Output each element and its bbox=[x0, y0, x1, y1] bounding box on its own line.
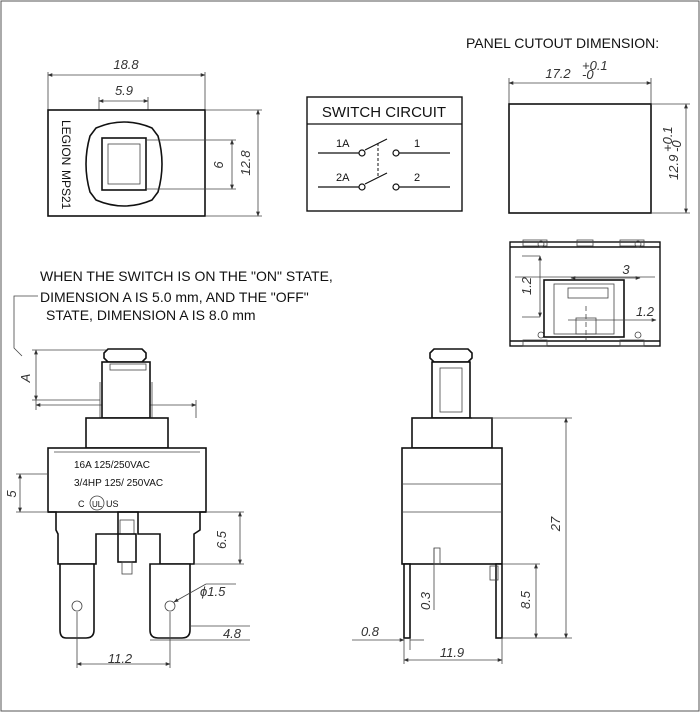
cutout-height-tol-upper: +0.1 bbox=[660, 126, 675, 152]
dim-a-label: A bbox=[18, 374, 33, 384]
cutout-width: 17.2 bbox=[545, 66, 571, 81]
cutout-rect bbox=[508, 103, 652, 214]
cert-us: US bbox=[106, 499, 119, 509]
dim-5: 5 bbox=[4, 490, 19, 498]
rating-line-2: 3/4HP 125/ 250VAC bbox=[74, 478, 163, 489]
mounting-detail: 1.2 3 1.2 bbox=[509, 239, 661, 347]
panel-cutout: 17.2 +0.1 -0 12.9 +0.1 -0 bbox=[508, 58, 690, 214]
terminal-1: 1 bbox=[414, 138, 420, 150]
top-view-button-inner bbox=[101, 137, 147, 191]
switch-circuit: SWITCH CIRCUIT 1A 1 2A 2 bbox=[306, 96, 463, 212]
note-line-1: WHEN THE SWITCH IS ON THE "ON" STATE, bbox=[40, 268, 333, 284]
dim-8-5: 8.5 bbox=[518, 590, 533, 609]
detail-top-dim: 3 bbox=[622, 262, 630, 277]
dim-11-2: 11.2 bbox=[108, 651, 133, 666]
circuit-box bbox=[306, 96, 463, 212]
cutout-height: 12.9 bbox=[666, 155, 681, 180]
detail-left-dim: 1.2 bbox=[519, 276, 534, 295]
dim-button-height: 6 bbox=[211, 161, 226, 169]
note-line-3: STATE, DIMENSION A IS 8.0 mm bbox=[46, 307, 256, 323]
top-view-button bbox=[85, 121, 163, 207]
dim-27: 27 bbox=[548, 516, 563, 532]
brand-label: LEGION bbox=[59, 120, 73, 165]
side-body bbox=[401, 447, 503, 565]
terminal-1a: 1A bbox=[336, 138, 350, 150]
dim-6-5: 6.5 bbox=[214, 530, 229, 549]
circuit-title: SWITCH CIRCUIT bbox=[322, 104, 446, 121]
state-note: WHEN THE SWITCH IS ON THE "ON" STATE, DI… bbox=[13, 268, 333, 357]
top-view: 18.8 5.9 LEGION MPS21 6 12.8 bbox=[47, 57, 262, 217]
side-view: 27 8.5 0.3 0.8 11.9 bbox=[352, 348, 572, 664]
terminal-2: 2 bbox=[414, 172, 420, 184]
panel-cutout-title: PANEL CUTOUT DIMENSION: bbox=[466, 35, 659, 51]
cert-ul: UL bbox=[92, 500, 103, 509]
dim-hole-dia: ϕ1.5 bbox=[200, 584, 226, 599]
note-line-2: DIMENSION A IS 5.0 mm, AND THE "OFF" bbox=[40, 289, 309, 305]
dim-top-height: 12.8 bbox=[238, 150, 253, 176]
front-view: A 17 16A 125/250VAC 3/4HP 125/ 250VAC C … bbox=[4, 348, 250, 668]
top-view-body bbox=[47, 109, 206, 217]
dim-11-9: 11.9 bbox=[440, 645, 464, 660]
cert-c: C bbox=[78, 499, 85, 509]
dim-button-width: 5.9 bbox=[115, 83, 133, 98]
dim-top-width: 18.8 bbox=[113, 57, 139, 72]
cutout-width-tol-lower: -0 bbox=[582, 67, 594, 82]
dim-0-8: 0.8 bbox=[361, 624, 380, 639]
detail-right-dim: 1.2 bbox=[636, 304, 655, 319]
model-label: MPS21 bbox=[59, 170, 73, 210]
dim-0-3: 0.3 bbox=[418, 591, 433, 610]
cutout-height-tol-lower: -0 bbox=[669, 140, 684, 152]
cutout-width-tol-upper: +0.1 bbox=[582, 58, 608, 73]
terminal-2a: 2A bbox=[336, 172, 350, 184]
rating-line-1: 16A 125/250VAC bbox=[74, 460, 150, 471]
dim-4-8: 4.8 bbox=[223, 626, 242, 641]
front-body bbox=[47, 447, 207, 513]
